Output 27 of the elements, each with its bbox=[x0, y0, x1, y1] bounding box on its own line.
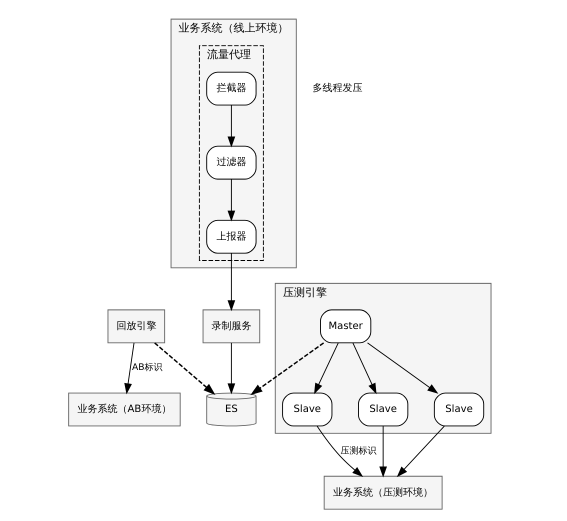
node-box: 录制服务 bbox=[202, 309, 260, 344]
node-box: 回放引擎 bbox=[108, 309, 166, 344]
edge-label: AB标识 bbox=[132, 363, 163, 374]
arrow bbox=[154, 342, 216, 395]
node-box: Slave bbox=[282, 392, 332, 426]
arrow bbox=[228, 104, 236, 148]
arrow bbox=[396, 426, 445, 478]
arrow bbox=[228, 252, 236, 312]
arrow bbox=[124, 342, 134, 394]
label: 多线程发压 bbox=[312, 83, 362, 94]
node-box: 上报器 bbox=[206, 220, 257, 254]
arrow bbox=[228, 342, 236, 394]
arrow bbox=[314, 342, 339, 394]
node-box: 业务系统（压测环境） bbox=[324, 476, 443, 510]
edge-label: 压测标识 bbox=[340, 446, 376, 456]
arrow bbox=[379, 426, 387, 478]
node-box: Slave bbox=[358, 392, 408, 426]
node-box: 业务系统（AB环境） bbox=[68, 392, 181, 426]
node-box: 拦截器 bbox=[206, 72, 257, 106]
arrow bbox=[352, 342, 377, 394]
arrow bbox=[228, 178, 236, 222]
node-box: Master bbox=[320, 309, 372, 344]
arrow bbox=[250, 342, 324, 396]
node-box: 过滤器 bbox=[206, 146, 257, 180]
node-box: Slave bbox=[434, 392, 484, 426]
arrow bbox=[367, 342, 438, 394]
arrow bbox=[316, 426, 364, 477]
